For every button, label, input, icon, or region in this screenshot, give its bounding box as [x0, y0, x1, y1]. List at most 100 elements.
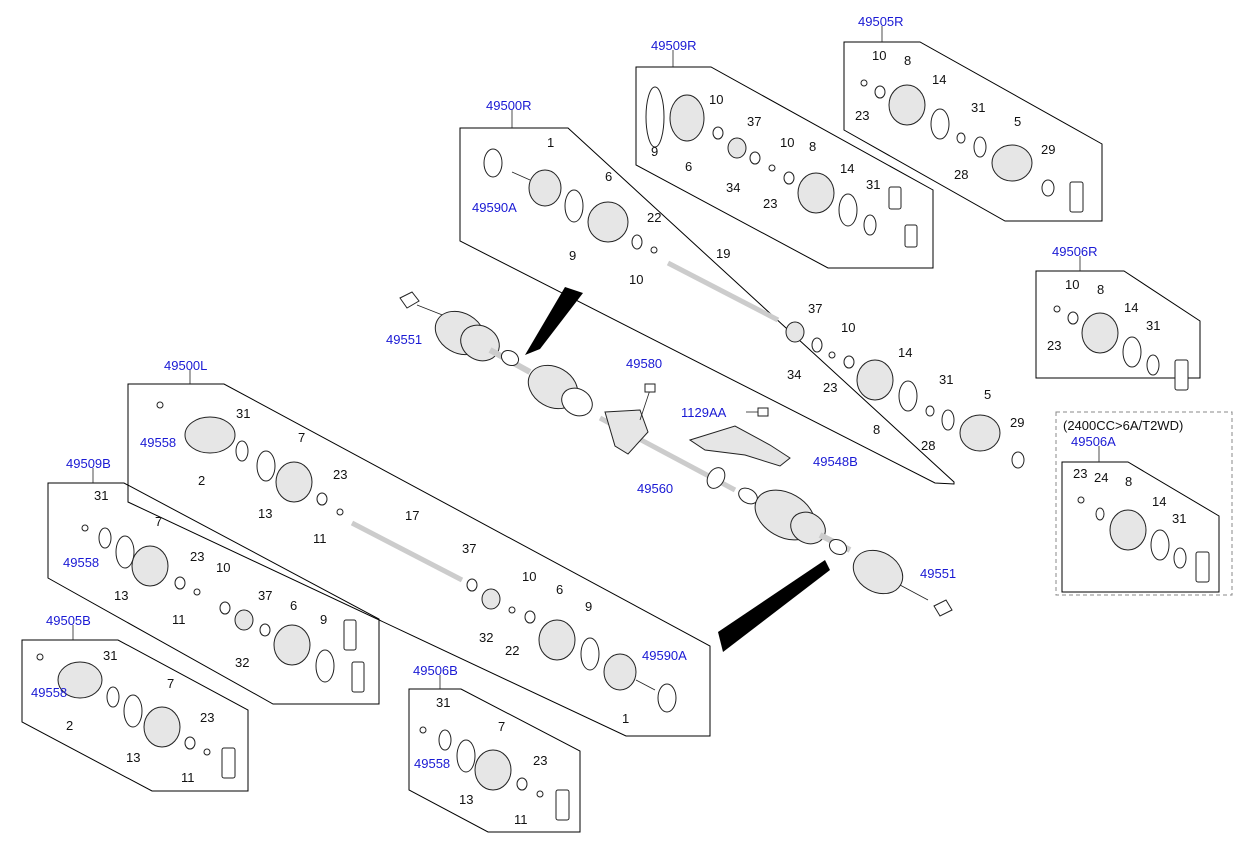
part-num-7: 7	[167, 676, 174, 691]
part-num-10: 10	[841, 320, 855, 335]
boot-8	[856, 359, 894, 401]
group-49506R-outline	[1035, 270, 1201, 379]
part-num-10: 10	[522, 569, 536, 584]
group-49500R-parts	[483, 148, 1025, 469]
part-num-7: 7	[155, 514, 162, 529]
ref-49551-left[interactable]: 49551	[386, 332, 422, 347]
ref-49558-49505B[interactable]: 49558	[31, 685, 67, 700]
part-num-11: 11	[514, 812, 528, 827]
group-49500L-outline	[127, 383, 711, 737]
bracket-49548B	[688, 425, 791, 467]
part-num-23: 23	[855, 108, 869, 123]
ref-1129AA[interactable]: 1129AA	[681, 405, 727, 420]
part-num-37: 37	[747, 114, 761, 129]
ref-49548B[interactable]: 49548B	[813, 454, 858, 469]
group-49500R-outline	[459, 127, 955, 485]
part-num-9: 9	[569, 248, 576, 263]
part-num-31: 31	[436, 695, 450, 710]
part-num-10: 10	[709, 92, 723, 107]
ref-49506R[interactable]: 49506R	[1052, 244, 1098, 259]
ref-49506A[interactable]: 49506A	[1071, 434, 1116, 449]
bolt-1129AA	[757, 407, 769, 417]
group-49506R-parts	[1053, 305, 1189, 391]
part-num-6: 6	[685, 159, 692, 174]
group-49500L-parts	[156, 401, 677, 713]
band-10	[712, 126, 724, 140]
part-num-5: 5	[984, 387, 991, 402]
ring-37	[749, 151, 761, 165]
part-num-14: 14	[1124, 300, 1138, 315]
part-num-17: 17	[405, 508, 419, 523]
note-2400cc: (2400CC>6A/T2WD)	[1063, 418, 1183, 433]
part-num-13: 13	[459, 792, 473, 807]
boot-6	[669, 94, 705, 142]
ref-49558-49500L[interactable]: 49558	[140, 435, 176, 450]
part-num-23: 23	[200, 710, 214, 725]
part-num-37: 37	[808, 301, 822, 316]
ring-37	[811, 337, 823, 353]
ref-49560[interactable]: 49560	[637, 481, 673, 496]
band-10	[631, 234, 643, 250]
part-num-10: 10	[780, 135, 794, 150]
part-num-32: 32	[235, 655, 249, 670]
ref-49558-49506B[interactable]: 49558	[414, 756, 450, 771]
part-num-34: 34	[787, 367, 801, 382]
ref-49590A-bottom[interactable]: 49590A	[642, 648, 687, 663]
ref-49500L[interactable]: 49500L	[164, 358, 207, 373]
ref-49506B[interactable]: 49506B	[413, 663, 458, 678]
part-num-8: 8	[1097, 282, 1104, 297]
part-num-32: 32	[479, 630, 493, 645]
ref-49580[interactable]: 49580	[626, 356, 662, 371]
ref-49590A-top[interactable]: 49590A	[472, 200, 517, 215]
shaft-19	[666, 260, 780, 323]
part-num-23: 23	[1073, 466, 1087, 481]
group-49506B-outline	[408, 688, 581, 833]
band-9	[645, 86, 665, 148]
circlip-31	[941, 409, 955, 431]
damper-34	[785, 321, 805, 343]
band-10	[783, 171, 795, 185]
part-num-37: 37	[258, 588, 272, 603]
part-num-13: 13	[258, 506, 272, 521]
group-49509R-parts	[645, 86, 918, 248]
part-num-23: 23	[1047, 338, 1061, 353]
circlip-22	[650, 246, 658, 254]
part-num-31: 31	[971, 100, 985, 115]
group-49505B-parts	[36, 653, 236, 779]
part-num-1: 1	[622, 711, 629, 726]
ref-49500R[interactable]: 49500R	[486, 98, 532, 113]
part-num-19: 19	[716, 246, 730, 261]
group-49506A-2400cc-outline	[1055, 411, 1233, 596]
ref-49551-right[interactable]: 49551	[920, 566, 956, 581]
group-49506A-parts	[1077, 496, 1210, 583]
ref-49509B[interactable]: 49509B	[66, 456, 111, 471]
part-num-6: 6	[556, 582, 563, 597]
part-num-14: 14	[932, 72, 946, 87]
part-num-14: 14	[840, 161, 854, 176]
part-num-8: 8	[1125, 474, 1132, 489]
circlip-23	[768, 164, 776, 172]
part-num-9: 9	[585, 599, 592, 614]
part-num-23: 23	[533, 753, 547, 768]
ref-49558-49509B[interactable]: 49558	[63, 555, 99, 570]
part-num-1: 1	[547, 135, 554, 150]
ref-49505B[interactable]: 49505B	[46, 613, 91, 628]
group-49506A-outline	[1061, 461, 1220, 593]
circlip-23	[828, 351, 836, 359]
band-14	[898, 380, 918, 412]
ring-28	[925, 405, 935, 417]
ref-49509R[interactable]: 49509R	[651, 38, 697, 53]
main-shaft-assembly	[399, 287, 953, 652]
ref-49505R[interactable]: 49505R	[858, 14, 904, 29]
part-num-29: 29	[1041, 142, 1055, 157]
part-num-11: 11	[172, 612, 186, 627]
part-num-29: 29	[1010, 415, 1024, 430]
part-num-8: 8	[873, 422, 880, 437]
part-num-8: 8	[809, 139, 816, 154]
joint-5	[959, 414, 1001, 452]
part-num-10: 10	[1065, 277, 1079, 292]
part-num-31: 31	[939, 372, 953, 387]
part-num-11: 11	[313, 531, 327, 546]
part-num-31: 31	[1146, 318, 1160, 333]
